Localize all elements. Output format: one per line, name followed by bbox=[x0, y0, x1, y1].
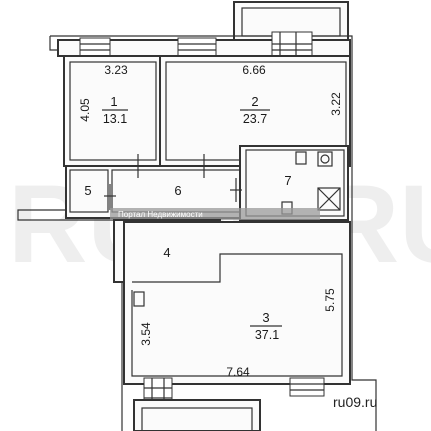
room-5-number: 5 bbox=[84, 183, 91, 198]
room-3-inner bbox=[131, 253, 343, 377]
window-room3-right bbox=[289, 377, 325, 397]
room-6-number: 6 bbox=[174, 183, 181, 198]
room-2-number: 2 bbox=[251, 94, 258, 109]
outer-wall-right bbox=[50, 35, 377, 431]
dim-room3-depth-left: 3.54 bbox=[139, 322, 153, 346]
balcony-bottom-inner bbox=[141, 407, 253, 431]
dim-room3-width: 7.64 bbox=[226, 365, 250, 379]
room-3-outline bbox=[123, 221, 351, 385]
room-5-outline bbox=[69, 169, 109, 213]
room-1-number: 1 bbox=[110, 94, 117, 109]
dim-room2-depth: 3.22 bbox=[329, 92, 343, 116]
window-room1 bbox=[79, 37, 111, 57]
room-3-area: 37.1 bbox=[255, 328, 279, 342]
site-label: ru09.ru bbox=[333, 394, 377, 410]
outer-wall-left bbox=[17, 36, 115, 226]
room-2-area: 23.7 bbox=[243, 112, 267, 126]
dim-room3-depth-right: 5.75 bbox=[323, 288, 337, 312]
bath-fixtures bbox=[281, 151, 341, 215]
room-7-number: 7 bbox=[284, 173, 291, 188]
balcony-door bbox=[271, 31, 313, 59]
balcony-bottom bbox=[133, 399, 261, 431]
room-3-number: 3 bbox=[262, 310, 269, 325]
watermark-band bbox=[110, 208, 320, 220]
dim-room2-width: 6.66 bbox=[242, 63, 266, 77]
room-1-outline bbox=[63, 55, 163, 167]
dim-room1-width: 3.23 bbox=[104, 63, 128, 77]
watermark-caption: Портал Недвижимости bbox=[118, 210, 203, 219]
room-4-number: 4 bbox=[163, 245, 170, 260]
dim-room1-depth: 4.05 bbox=[78, 98, 92, 122]
window-room2 bbox=[177, 37, 217, 57]
radiator-mark bbox=[133, 291, 145, 307]
room-1-area: 13.1 bbox=[103, 112, 127, 126]
room-1-inner bbox=[69, 61, 157, 161]
